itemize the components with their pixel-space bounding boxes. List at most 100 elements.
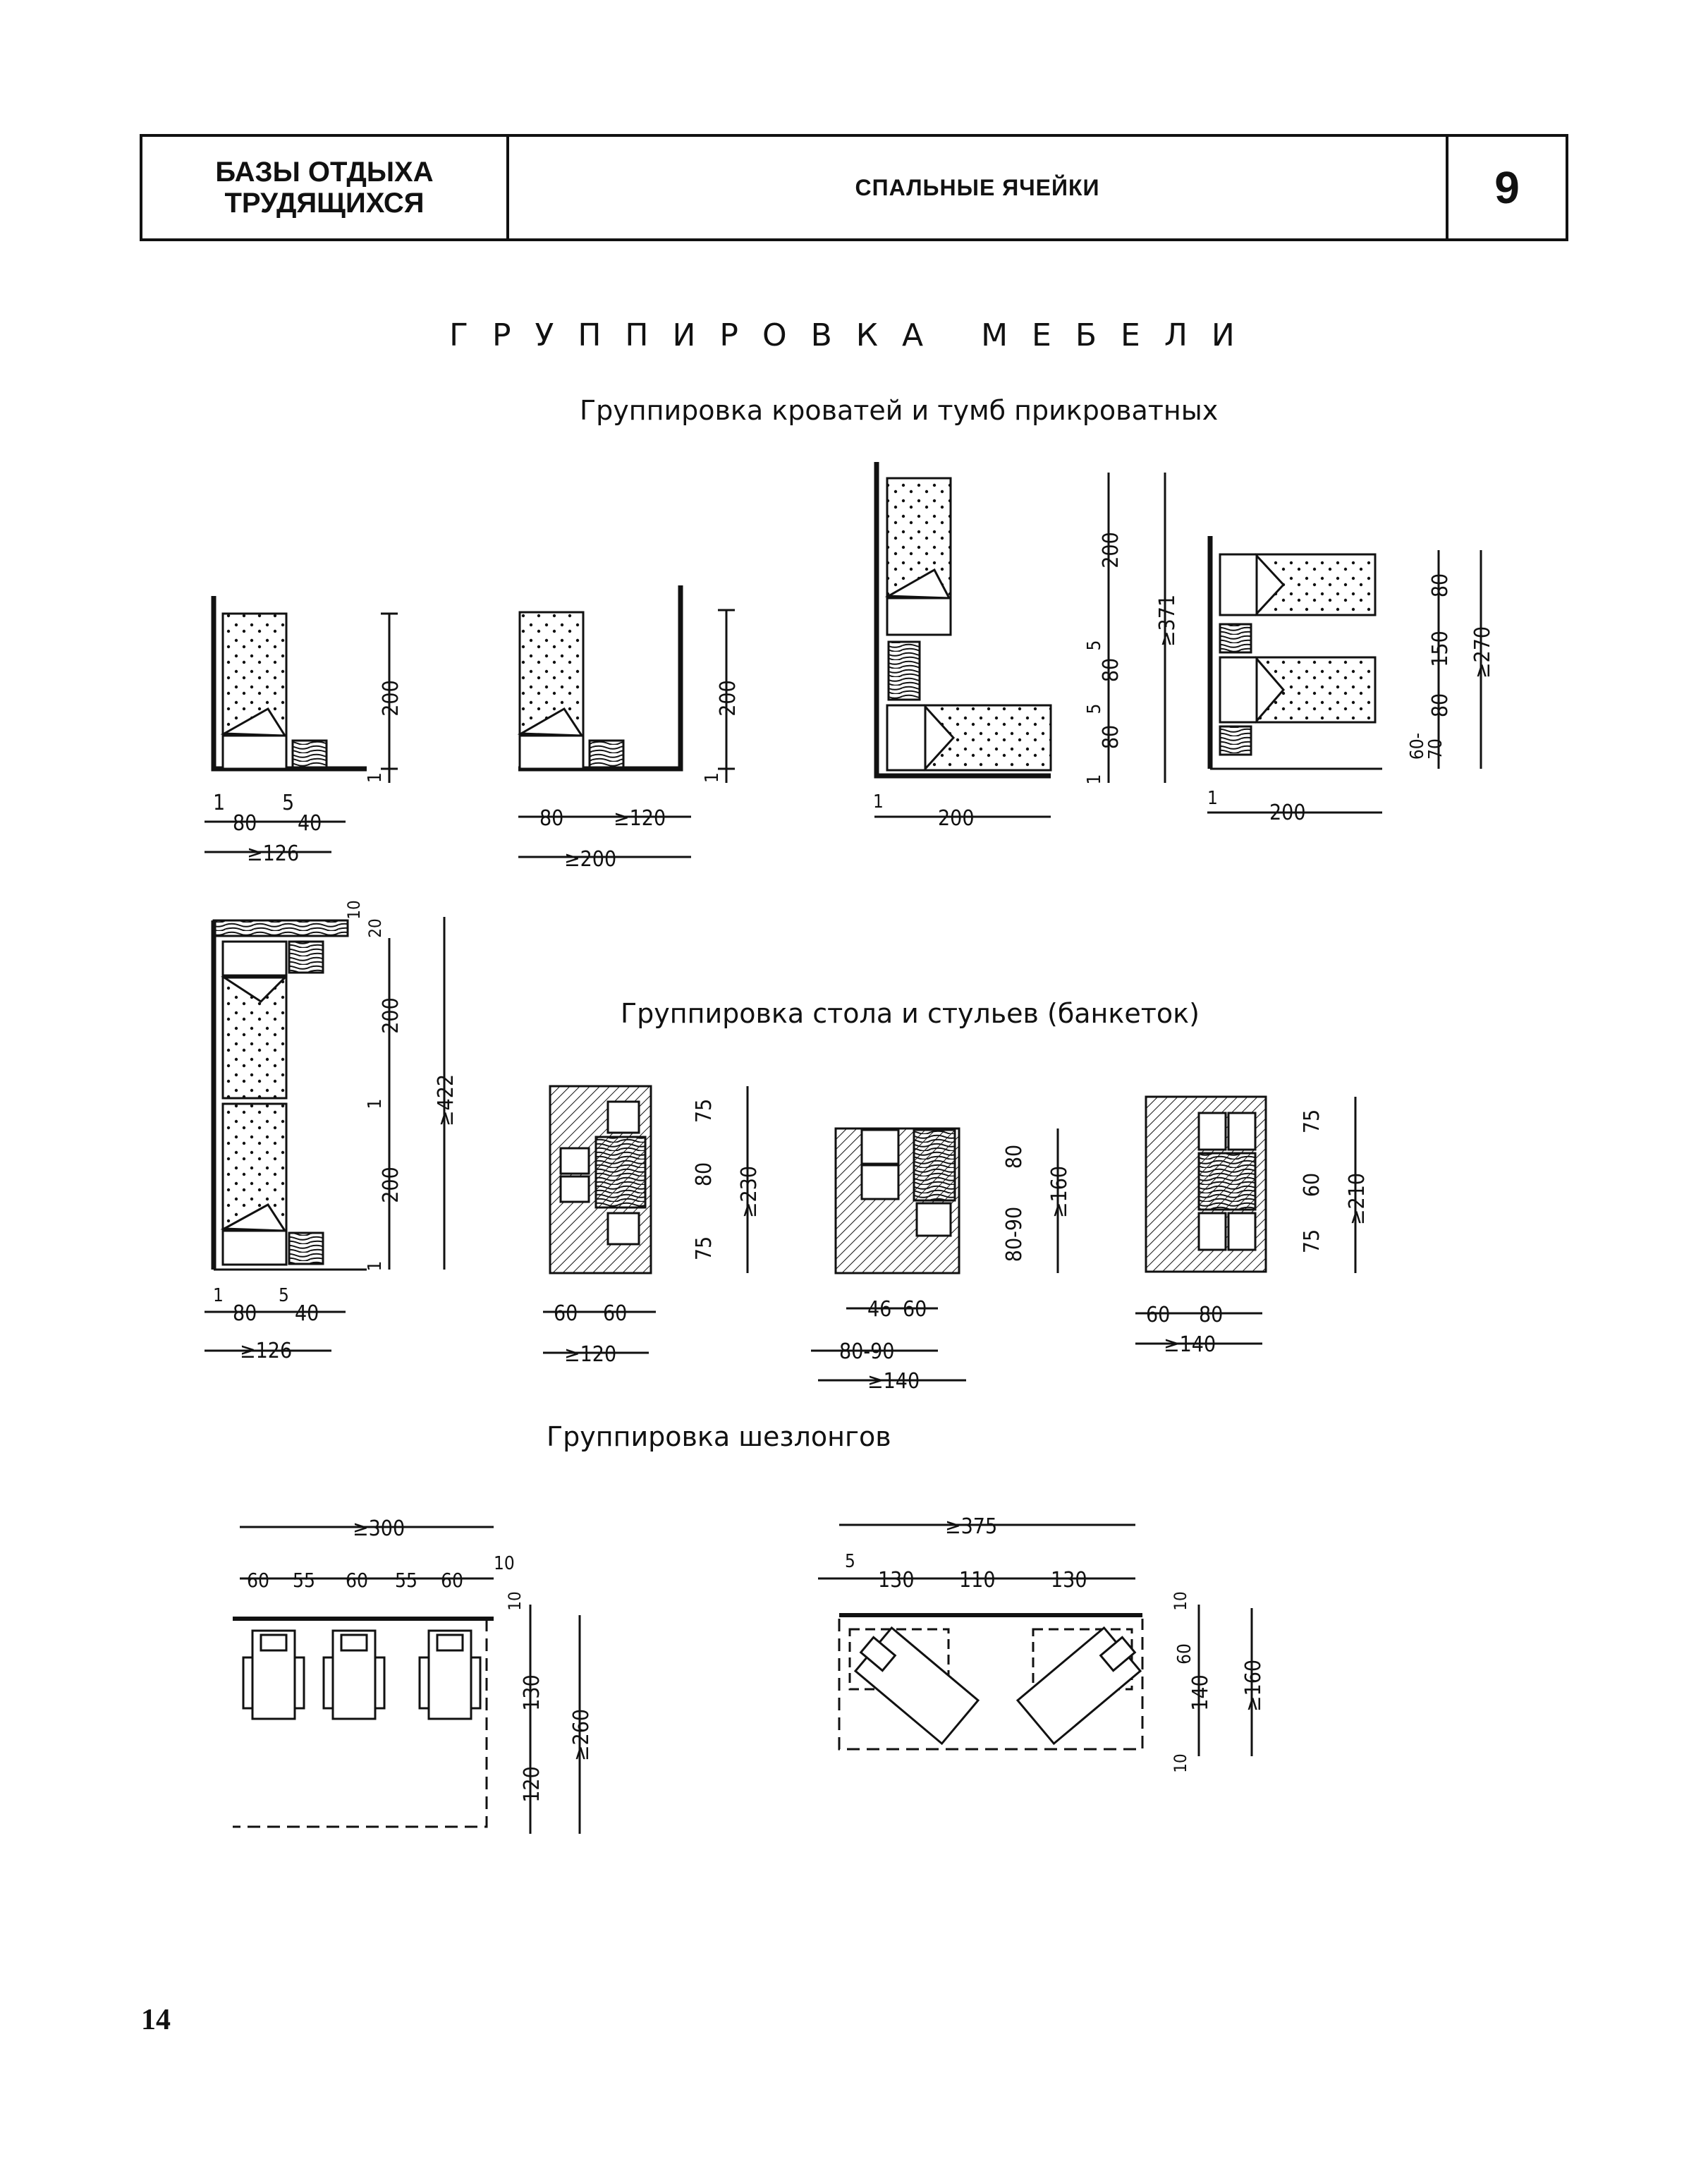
dim-d5-0: 1 xyxy=(213,1285,224,1306)
dim-l2-4: 130 xyxy=(1051,1568,1087,1593)
dim-t3-1: 80 xyxy=(1199,1303,1223,1327)
dim-d3-1: 200 xyxy=(938,806,975,831)
dim-d1-5: 200 xyxy=(379,680,403,717)
dim-t1-3: 75 xyxy=(692,1236,716,1260)
section-title-line1: БАЗЫ ОТДЫХА xyxy=(215,157,434,188)
dim-t2-3: ≥140 xyxy=(867,1369,920,1394)
dim-l2-7: 140 xyxy=(1188,1674,1213,1711)
dim-d2-0: 80 xyxy=(539,806,563,831)
table-group-2 xyxy=(811,1127,1059,1382)
dim-t1-1: 60 xyxy=(603,1301,627,1326)
dim-l1-9: 120 xyxy=(520,1766,544,1803)
dim-d1-1: 5 xyxy=(282,791,294,815)
dim-t1-4: 80 xyxy=(692,1162,716,1186)
dim-d4-3: 150 xyxy=(1428,631,1453,667)
dim-d5-4: ≥126 xyxy=(240,1339,292,1363)
dim-d5-5: 10 xyxy=(344,900,364,919)
dim-d2-1: ≥120 xyxy=(614,806,666,831)
dim-d4-5: 60- xyxy=(1407,733,1428,760)
dim-d5-2: 80 xyxy=(233,1301,257,1326)
subtitle-beds: Группировка кроватей и тумб прикроватных xyxy=(580,395,1219,426)
dim-d1-6: 1 xyxy=(365,772,386,783)
dim-d3-3: 5 xyxy=(1084,640,1105,651)
dim-t2-4: 80-90 xyxy=(1002,1207,1027,1262)
dim-l1-2: 55 xyxy=(293,1569,315,1592)
section-title-line2: ТРУДЯЩИХСЯ xyxy=(224,188,425,219)
dim-t3-3: 75 xyxy=(1300,1229,1324,1253)
dim-d3-0: 1 xyxy=(873,791,884,813)
dim-d5-3: 40 xyxy=(295,1301,319,1326)
dim-t3-6: ≥210 xyxy=(1345,1173,1370,1225)
dim-t3-4: 60 xyxy=(1300,1173,1324,1197)
page-title: ГРУППИРОВКА МЕБЕЛИ xyxy=(449,317,1259,353)
dim-t1-0: 60 xyxy=(554,1301,578,1326)
dim-l2-0: ≥375 xyxy=(945,1514,997,1539)
dim-l2-3: 110 xyxy=(959,1568,996,1593)
dim-d4-6: 70 xyxy=(1425,738,1446,760)
dim-d2-2: ≥200 xyxy=(564,847,616,872)
dim-d1-3: 40 xyxy=(298,811,322,836)
dim-d5-11: ≥422 xyxy=(434,1074,458,1126)
sheet-number: 9 xyxy=(1446,137,1566,238)
dim-d3-8: ≥371 xyxy=(1155,595,1180,647)
dim-d4-2: 80 xyxy=(1428,573,1453,597)
bed-group-2 xyxy=(517,585,735,858)
dim-d3-5: 5 xyxy=(1084,704,1105,714)
dim-l1-4: 55 xyxy=(395,1569,417,1592)
dim-d4-1: 200 xyxy=(1269,801,1306,825)
table-group-3 xyxy=(1135,1095,1357,1345)
bed-group-1 xyxy=(205,596,398,853)
topic-title: СПАЛЬНЫЕ ЯЧЕЙКИ xyxy=(855,174,1100,200)
dim-t3-5: 75 xyxy=(1300,1109,1324,1133)
dim-l2-6: 60 xyxy=(1174,1643,1195,1665)
sheet-header: БАЗЫ ОТДЫХА ТРУДЯЩИХСЯ СПАЛЬНЫЕ ЯЧЕЙКИ 9 xyxy=(140,134,1568,241)
dim-l2-8: 10 xyxy=(1171,1753,1190,1772)
bed-group-3 xyxy=(874,462,1166,818)
dim-l1-5: 60 xyxy=(441,1569,463,1592)
lounger-group-1 xyxy=(233,1526,581,1834)
dim-t2-5: 80 xyxy=(1002,1145,1027,1169)
dim-d5-10: 1 xyxy=(365,1261,386,1272)
bed-group-5 xyxy=(205,917,446,1352)
dim-d5-7: 200 xyxy=(379,997,403,1034)
dim-l1-0: ≥300 xyxy=(353,1516,405,1541)
dim-t1-5: 75 xyxy=(692,1099,716,1123)
dim-l1-1: 60 xyxy=(247,1569,269,1592)
dim-d5-8: 1 xyxy=(365,1099,386,1109)
dim-d1-2: 80 xyxy=(233,811,257,836)
dim-l1-7: 10 xyxy=(505,1591,525,1610)
dim-d2-3: 200 xyxy=(716,680,740,717)
dim-d5-6: 20 xyxy=(365,918,385,937)
dim-d4-7: ≥270 xyxy=(1470,626,1495,679)
bed-group-4 xyxy=(1207,536,1482,814)
lounger-group-2 xyxy=(818,1523,1253,1756)
dim-l2-1: 5 xyxy=(845,1551,855,1572)
dim-l2-5: 10 xyxy=(1171,1591,1190,1610)
dim-l1-8: 130 xyxy=(520,1674,544,1711)
dim-l1-10: ≥260 xyxy=(569,1709,594,1761)
dim-l1-6: 10 xyxy=(494,1553,515,1574)
dim-d4-4: 80 xyxy=(1428,693,1453,717)
table-group-1 xyxy=(543,1085,749,1354)
dim-d4-0: 1 xyxy=(1207,788,1218,809)
dim-t2-2: 80-90 xyxy=(839,1339,894,1364)
dim-d2-4: 1 xyxy=(702,772,723,783)
dim-t1-2: ≥120 xyxy=(564,1342,616,1367)
dim-t3-2: ≥140 xyxy=(1164,1332,1216,1357)
dim-d3-4: 80 xyxy=(1099,658,1123,682)
dim-t2-6: ≥160 xyxy=(1047,1166,1072,1218)
dim-t1-6: ≥230 xyxy=(737,1166,762,1218)
dim-l1-3: 60 xyxy=(346,1569,368,1592)
dim-t3-0: 60 xyxy=(1146,1303,1170,1327)
dim-d3-6: 80 xyxy=(1099,725,1123,749)
dim-d1-4: ≥126 xyxy=(247,841,299,866)
dim-t2-0: 46 xyxy=(867,1297,891,1322)
subtitle-table: Группировка стола и стульев (банкеток) xyxy=(621,998,1200,1029)
dim-d5-1: 5 xyxy=(279,1285,289,1306)
dim-l2-2: 130 xyxy=(878,1568,915,1593)
page-number: 14 xyxy=(141,2004,171,2036)
dim-d3-7: 1 xyxy=(1084,774,1105,785)
dim-d1-0: 1 xyxy=(213,791,225,815)
dim-d5-9: 200 xyxy=(379,1167,403,1203)
